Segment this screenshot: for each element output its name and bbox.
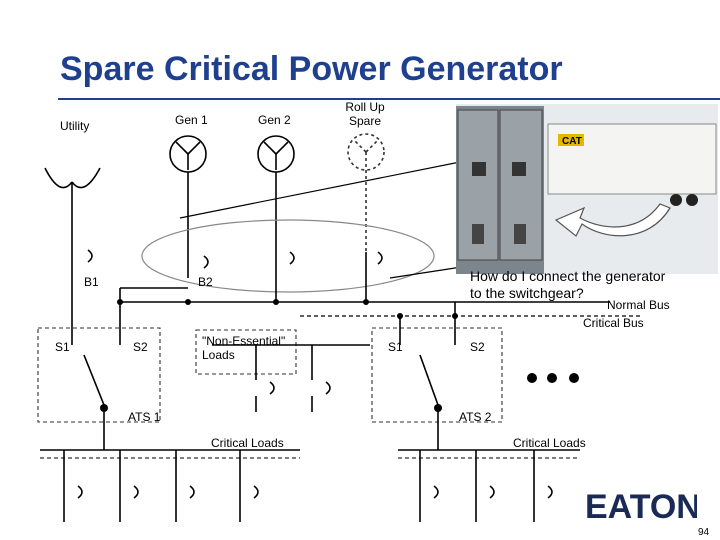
critical-loads-label-1: Critical Loads xyxy=(211,436,284,450)
svg-text:CAT: CAT xyxy=(562,136,582,147)
ats1-box xyxy=(37,327,161,423)
ats1-label: ATS 1 xyxy=(128,410,161,424)
rollup-spare-symbol xyxy=(347,133,385,252)
gen1-label: Gen 1 xyxy=(175,113,208,127)
page-number: 94 xyxy=(698,527,710,538)
rollup-label-1: Roll Up xyxy=(345,100,385,114)
b2-label: B2 xyxy=(198,275,213,289)
rollup-label-2: Spare xyxy=(348,114,382,128)
gen2-symbol xyxy=(257,135,295,256)
node-dots xyxy=(100,299,579,412)
question-line-2: to the switchgear? xyxy=(470,285,584,301)
ats1-s2-label: S2 xyxy=(133,340,148,354)
curved-arrow-icon xyxy=(554,203,671,237)
title-underline xyxy=(58,98,720,100)
svg-text:EATON: EATON xyxy=(585,488,697,522)
ats2-label: ATS 2 xyxy=(459,410,492,424)
utility-transformer-symbol xyxy=(44,167,101,250)
gen1-symbol xyxy=(169,135,207,256)
eaton-logo: EATON xyxy=(585,488,697,522)
ats2-s2-label: S2 xyxy=(470,340,485,354)
breaker-symbols xyxy=(71,249,383,300)
ats1-s1-label: S1 xyxy=(55,340,70,354)
cat-badge xyxy=(558,134,584,146)
normal-bus-label: Normal Bus xyxy=(607,298,670,312)
critical-loads-label-2: Critical Loads xyxy=(513,436,586,450)
question-line-1: How do I connect the generator xyxy=(470,268,666,284)
non-essential-label-1: "Non-Essential" xyxy=(202,334,286,348)
switchgear-photo: CAT xyxy=(456,104,718,274)
non-essential-label-2: Loads xyxy=(202,348,235,362)
gen2-label: Gen 2 xyxy=(258,113,291,127)
question-text: How do I connect the generator to the sw… xyxy=(470,268,665,302)
page-title: Spare Critical Power Generator xyxy=(60,50,563,88)
utility-label: Utility xyxy=(60,119,90,133)
connection-line xyxy=(179,159,471,219)
generator-breaker-highlight xyxy=(141,219,435,293)
ats2-s1-label: S1 xyxy=(388,340,403,354)
b1-label: B1 xyxy=(84,275,99,289)
critical-bus-label: Critical Bus xyxy=(583,316,644,330)
non-essential-box xyxy=(195,329,297,375)
ats2-box xyxy=(371,327,503,423)
